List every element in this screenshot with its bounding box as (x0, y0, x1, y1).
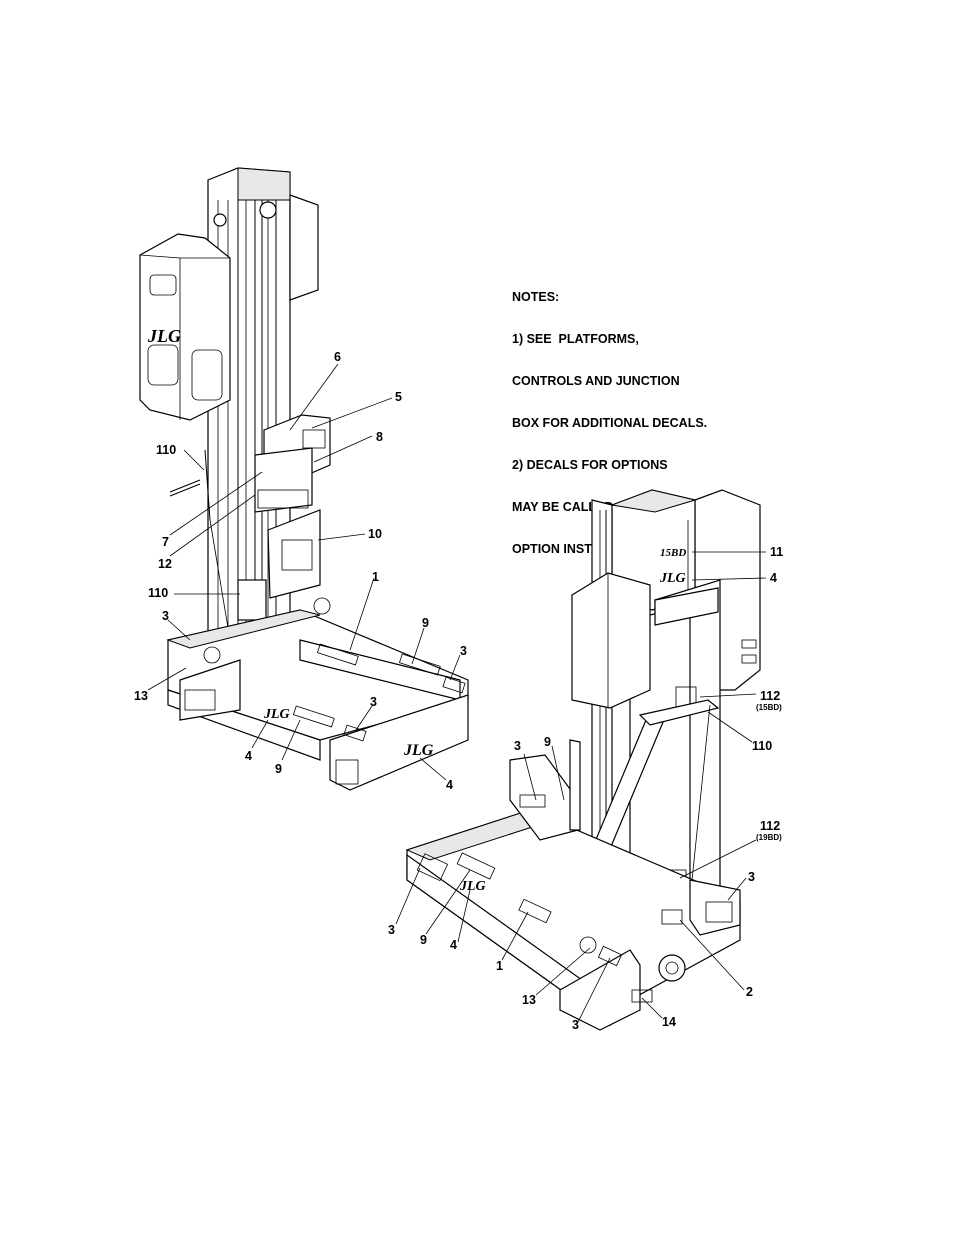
callout-4-outrigger: 4 (446, 778, 453, 792)
callout-3-left: 3 (162, 609, 169, 623)
callout-7: 7 (162, 535, 169, 549)
notes-line: CONTROLS AND JUNCTION (512, 374, 680, 388)
base-frame-top (166, 609, 321, 649)
callout-5: 5 (395, 390, 402, 404)
pulley-cable (259, 201, 277, 219)
callout-1-right: 1 (496, 959, 503, 973)
lower-carriage (237, 579, 267, 621)
callout-112-19bd: 112 (760, 819, 780, 833)
callout-110-handle: 110 (156, 443, 176, 457)
callout-9-rear-right: 9 (544, 735, 551, 749)
notes-line: BOX FOR ADDITIONAL DECALS. (512, 416, 708, 430)
callout-10: 10 (368, 527, 382, 541)
model-decal: 15BD (660, 547, 686, 559)
notes-line: 2) DECALS FOR OPTIONS (512, 458, 668, 472)
mast-side-plate (289, 194, 319, 301)
callout-8: 8 (376, 430, 383, 444)
jlg-logo-outrigger: JLG (403, 742, 434, 759)
notes-block: NOTES: 1) SEE PLATFORMS, CONTROLS AND JU… (512, 262, 707, 570)
control-box (571, 572, 651, 709)
callout-3-right-end: 3 (748, 870, 755, 884)
jlg-logo-base-right: JLG (459, 879, 486, 894)
mast-crossbar (654, 587, 719, 626)
callout-112-15bd-sub: (15BD) (756, 703, 782, 712)
rear-post (569, 739, 581, 831)
callout-13: 13 (134, 689, 148, 703)
junction-box (267, 509, 321, 599)
callout-9-front: 9 (275, 762, 282, 776)
notes-line: NOTES: (512, 290, 560, 304)
right-outrigger (329, 694, 469, 791)
pulley-top (213, 213, 227, 227)
callout-112-19bd-sub: (19BD) (756, 833, 782, 842)
counterweight-box (139, 233, 231, 421)
callout-3-rear: 3 (460, 644, 467, 658)
callout-4-front: 4 (245, 749, 252, 763)
decal-14 (631, 989, 653, 1003)
callout-6: 6 (334, 350, 341, 364)
platform-decal-plate (254, 447, 313, 513)
mast-head-top (610, 489, 697, 513)
callout-2: 2 (746, 985, 753, 999)
callout-9-front-right: 9 (420, 933, 427, 947)
callout-14: 14 (662, 1015, 676, 1029)
callout-9-rear: 9 (422, 616, 429, 630)
jlg-logo-counterweight: JLG (147, 326, 181, 346)
callout-11: 11 (770, 545, 783, 559)
decal-2 (661, 909, 683, 925)
outrigger-right-end (689, 879, 741, 936)
callout-12: 12 (158, 557, 172, 571)
callout-110-carriage: 110 (148, 586, 168, 600)
callout-1: 1 (372, 570, 379, 584)
callout-13-right: 13 (522, 993, 536, 1007)
callout-110-brace: 110 (752, 739, 772, 753)
right-lift-view: 15BD JLG (388, 489, 783, 1032)
mast-top (237, 167, 291, 201)
left-lift-view: JLG JLG JLG (134, 167, 469, 792)
notes-line: 1) SEE PLATFORMS, (512, 332, 639, 346)
brace-bracket (638, 699, 720, 726)
callout-3-front: 3 (370, 695, 377, 709)
callout-3-front-left: 3 (388, 923, 395, 937)
callout-3-rear-right: 3 (514, 739, 521, 753)
jlg-logo-mast: JLG (659, 571, 686, 586)
front-outrigger-right (559, 949, 641, 1031)
callout-3-front-right: 3 (572, 1018, 579, 1032)
callout-4-mast: 4 (770, 571, 777, 585)
jlg-logo-base-front: JLG (263, 707, 290, 722)
caster-wheel (658, 954, 686, 982)
callout-112-15bd: 112 (760, 689, 780, 703)
callout-4-base-right: 4 (450, 938, 457, 952)
